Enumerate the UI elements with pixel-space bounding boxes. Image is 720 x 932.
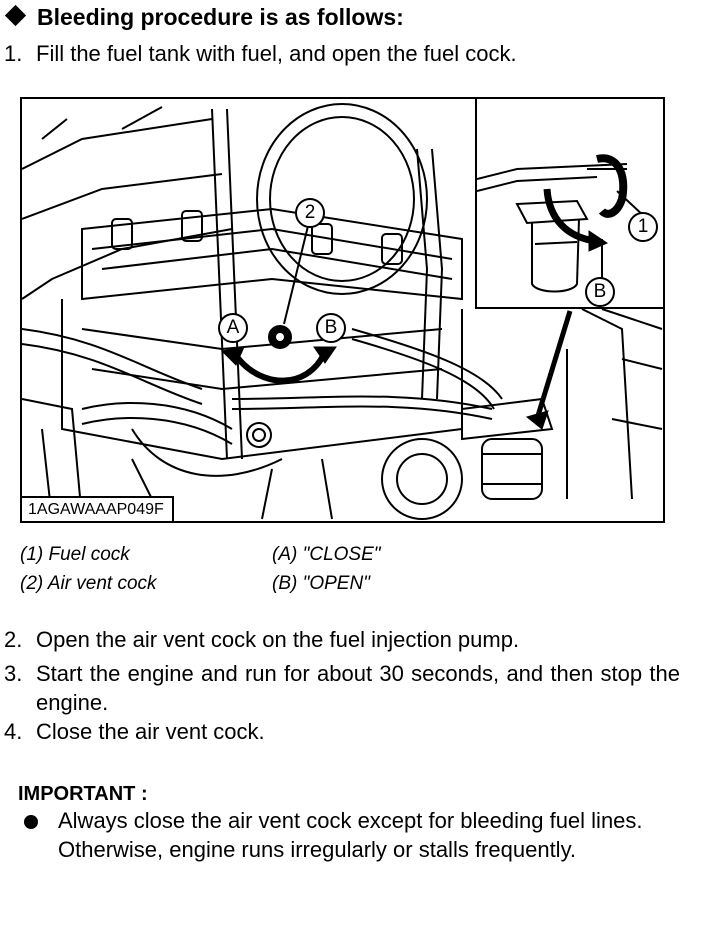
bullet-dot-icon <box>24 815 38 829</box>
callout-b-inset: B <box>585 277 615 307</box>
important-note-text: Otherwise, engine runs irregularly or st… <box>58 837 577 862</box>
diamond-bullet-icon <box>4 4 27 27</box>
fuel-cock-inset-drawing <box>477 154 646 293</box>
step-4: 4. Close the air vent cock. <box>4 717 265 746</box>
section-heading-text: Bleeding procedure is as follows: <box>37 4 404 30</box>
engine-illustration: 1 B 2 A B 1AGAWAAAP049F <box>20 97 665 523</box>
callout-a: A <box>218 313 248 343</box>
step-number: 2. <box>4 627 23 652</box>
important-bullet: Always close the air vent cock except fo… <box>18 806 678 864</box>
step-text: Fill the fuel tank with fuel, and open t… <box>36 41 517 66</box>
callout-b: B <box>316 313 346 343</box>
section-heading: Bleeding procedure is as follows: <box>2 4 404 31</box>
step-1: 1. Fill the fuel tank with fuel, and open… <box>4 39 517 68</box>
important-label: IMPORTANT : <box>18 783 148 805</box>
engine-line-drawing <box>22 103 663 520</box>
legend-fuel-cock: (1) Fuel cock <box>20 544 130 565</box>
step-text: Close the air vent cock. <box>36 719 265 744</box>
legend-open: (B) "OPEN" <box>272 573 370 594</box>
step-number: 4. <box>4 719 23 744</box>
step-number: 3. <box>4 661 23 686</box>
legend-close: (A) "CLOSE" <box>272 544 381 565</box>
step-3: 3. Start the engine and run for about 30 … <box>4 659 680 717</box>
callout-1: 1 <box>628 212 658 242</box>
step-text: Open the air vent cock on the fuel injec… <box>36 627 520 652</box>
step-number: 1. <box>4 41 23 66</box>
step-2: 2. Open the air vent cock on the fuel inj… <box>4 625 519 654</box>
step-text: Start the engine and run for about 30 se… <box>36 661 680 715</box>
fuel-cock-inset: 1 B <box>475 99 663 309</box>
figure-code: 1AGAWAAAP049F <box>22 496 174 521</box>
legend-air-vent-cock: (2) Air vent cock <box>20 573 157 594</box>
callout-2: 2 <box>295 198 325 228</box>
important-bullet-text: Always close the air vent cock except fo… <box>58 808 643 833</box>
